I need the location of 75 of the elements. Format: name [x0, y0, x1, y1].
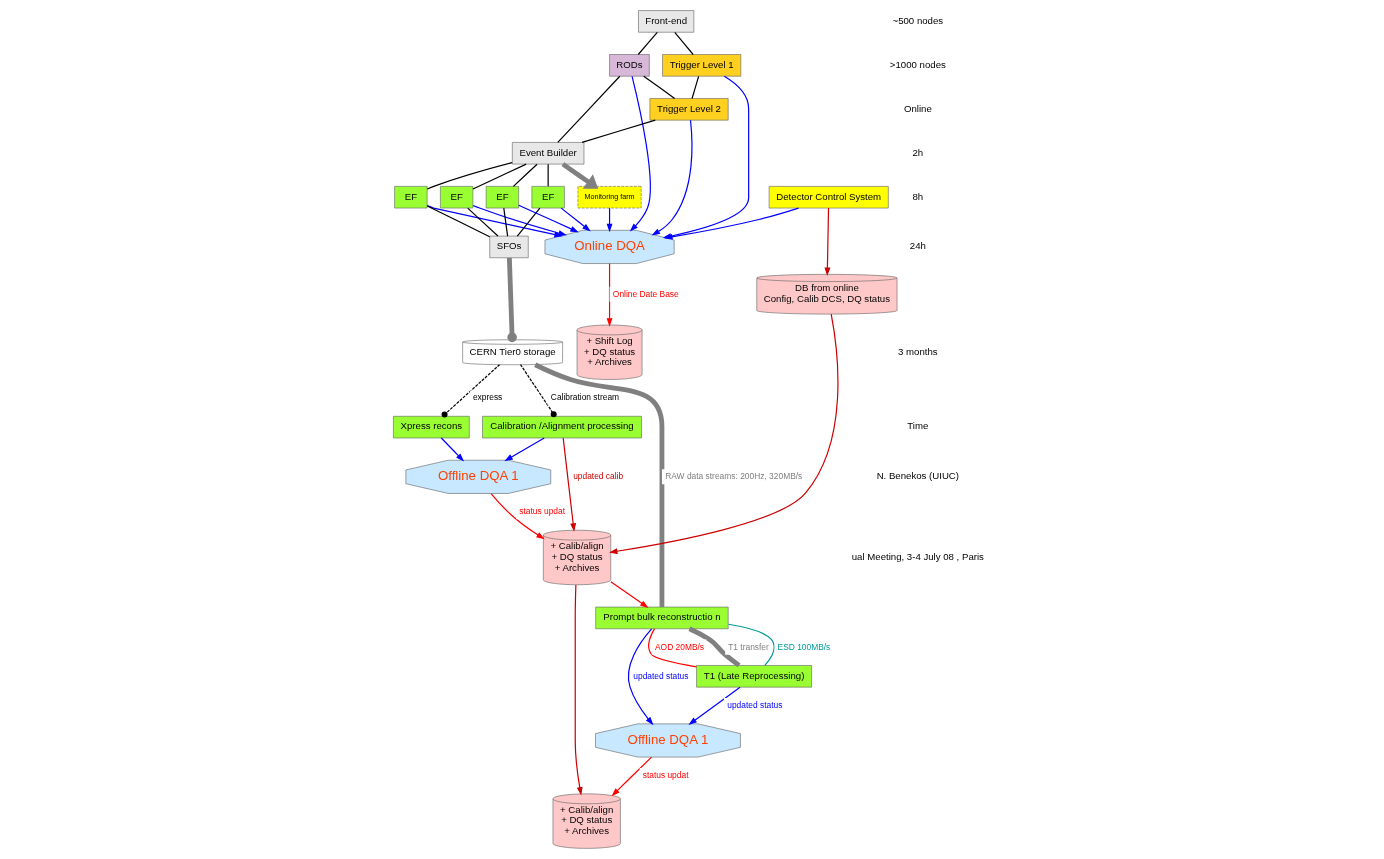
arrow — [611, 756, 652, 797]
edge-label: status updat — [518, 506, 565, 517]
arrow — [651, 119, 693, 236]
connector — [533, 362, 664, 608]
connector — [516, 207, 540, 237]
node-box: Prompt bulk reconstructio n — [594, 606, 728, 630]
arrow — [503, 437, 545, 462]
arrow — [609, 581, 649, 608]
arrow — [440, 437, 464, 462]
arrow — [489, 492, 545, 540]
edge-label: Calibration stream — [550, 392, 619, 403]
connector — [581, 119, 656, 143]
edge-label: Online Date Base — [612, 288, 679, 299]
connector — [727, 623, 775, 667]
label: ual Meeting, 3-4 July 08 , Paris — [851, 550, 984, 562]
arrow — [687, 686, 741, 725]
edge-label: updated status — [726, 700, 782, 711]
arrow — [517, 204, 579, 233]
connector — [426, 205, 490, 238]
arrow — [562, 437, 576, 532]
edge-label: updated calib — [572, 471, 623, 482]
label: Time — [906, 420, 928, 432]
node-box: Event Builder — [511, 142, 584, 165]
connector — [687, 626, 740, 668]
connector — [673, 31, 694, 56]
arrow — [574, 584, 583, 796]
edge-label: status updat — [642, 769, 688, 780]
edge-label: updated status — [632, 670, 688, 681]
label: ~500 nodes — [892, 14, 943, 26]
node-box: SFOs — [488, 235, 529, 259]
node-box: Trigger Level 2 — [649, 98, 728, 121]
arrow — [560, 207, 591, 232]
arrow — [823, 207, 830, 276]
label: 24h — [909, 240, 926, 252]
connector — [441, 364, 500, 418]
connector — [647, 628, 697, 668]
label: 3 months — [897, 345, 938, 357]
connector — [512, 163, 538, 187]
connector — [502, 207, 508, 237]
node-box: EF — [393, 186, 427, 209]
label: >1000 nodes — [889, 58, 946, 70]
arrow — [560, 162, 598, 189]
node-box: Calibration /Alignment processing — [481, 416, 642, 439]
connector — [690, 75, 699, 100]
edge-label: RAW data streams: 200Hz, 320MB/s — [664, 471, 802, 482]
connector — [426, 162, 513, 190]
node-box: Trigger Level 1 — [661, 54, 741, 77]
connector — [471, 163, 527, 190]
arrow — [608, 313, 839, 555]
edge-label: AOD 20MB/s — [654, 641, 704, 652]
connector — [637, 31, 658, 56]
node-box: EF — [531, 186, 565, 209]
node-box: Front-end — [637, 10, 694, 33]
node-box: T1 (Late Reprocessing) — [695, 665, 812, 688]
arrow — [629, 75, 651, 232]
label: Online — [903, 102, 932, 114]
edge-label: ESD 100MB/s — [777, 641, 830, 652]
node-box: RODs — [608, 54, 650, 77]
edge-label: T1 transfer — [727, 641, 769, 652]
label: 8h — [911, 190, 923, 202]
connector — [506, 257, 517, 343]
arrow — [606, 262, 612, 327]
label: N. Benekos (UIUC) — [876, 470, 959, 482]
edge-label: express — [472, 392, 502, 403]
node-box: Detector Control System — [768, 186, 889, 209]
connector — [466, 207, 499, 237]
node-box: EF — [485, 186, 519, 209]
node-box: Xpress recons — [392, 416, 470, 439]
connector — [556, 75, 620, 143]
connector — [642, 75, 675, 99]
label: 2h — [911, 146, 923, 158]
connector — [547, 163, 549, 187]
connector — [519, 364, 557, 418]
arrow — [627, 628, 653, 726]
node-box: EF — [439, 186, 473, 209]
